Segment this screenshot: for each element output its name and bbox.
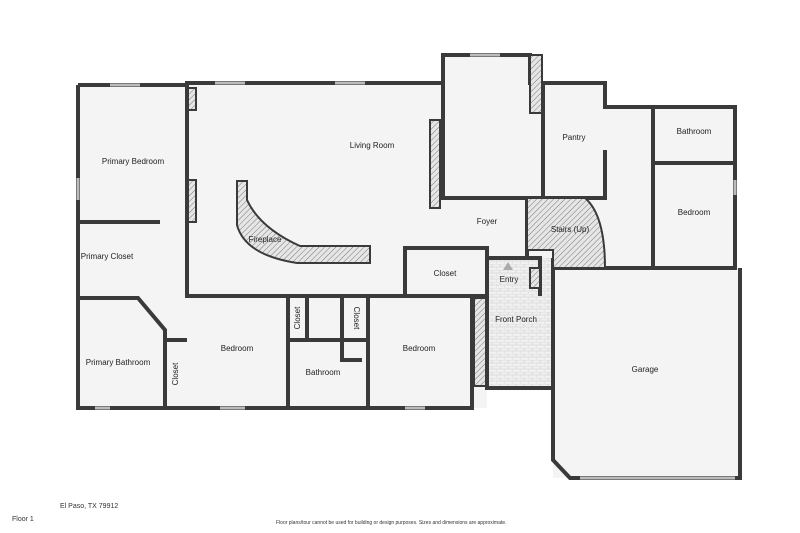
- room-label-closet: Closet: [171, 362, 180, 385]
- room-label-bathroom: Bathroom: [306, 368, 341, 377]
- room-label-bathroom: Bathroom: [677, 127, 712, 136]
- room-label-living-room: Living Room: [350, 141, 395, 150]
- room-label-bedroom: Bedroom: [403, 344, 436, 353]
- disclaimer: Floor plans/tour cannot be used for buil…: [276, 520, 507, 526]
- room-label-primary-bathroom: Primary Bathroom: [86, 358, 151, 367]
- room-label-primary-closet: Primary Closet: [81, 252, 134, 261]
- interior-walls: [78, 83, 735, 408]
- floor-fill: [78, 55, 740, 478]
- room-label-foyer: Foyer: [477, 217, 498, 226]
- room-label-pantry: Pantry: [562, 133, 585, 142]
- room-label-entry: Entry: [500, 275, 519, 284]
- room-label-front-porch: Front Porch: [495, 315, 537, 324]
- stairs: [526, 197, 607, 269]
- room-label-bedroom: Bedroom: [678, 208, 711, 217]
- entry-arrow-icon: [503, 262, 513, 270]
- room-label-closet: Closet: [293, 306, 302, 329]
- room-label-stairs: Stairs (Up): [551, 225, 590, 234]
- exterior-wall: [78, 53, 742, 480]
- structural-columns: [187, 54, 543, 387]
- fireplace: [236, 180, 371, 264]
- room-label-closet: Closet: [352, 307, 361, 330]
- room-label-garage: Garage: [632, 365, 659, 374]
- floor-label: Floor 1: [12, 516, 34, 523]
- windows: [76, 53, 737, 480]
- room-label-bedroom: Bedroom: [221, 344, 254, 353]
- room-label-primary-bedroom: Primary Bedroom: [102, 157, 165, 166]
- room-label-closet: Closet: [434, 269, 457, 278]
- address: El Paso, TX 79912: [60, 503, 119, 510]
- room-label-fireplace: Fireplace: [249, 235, 282, 244]
